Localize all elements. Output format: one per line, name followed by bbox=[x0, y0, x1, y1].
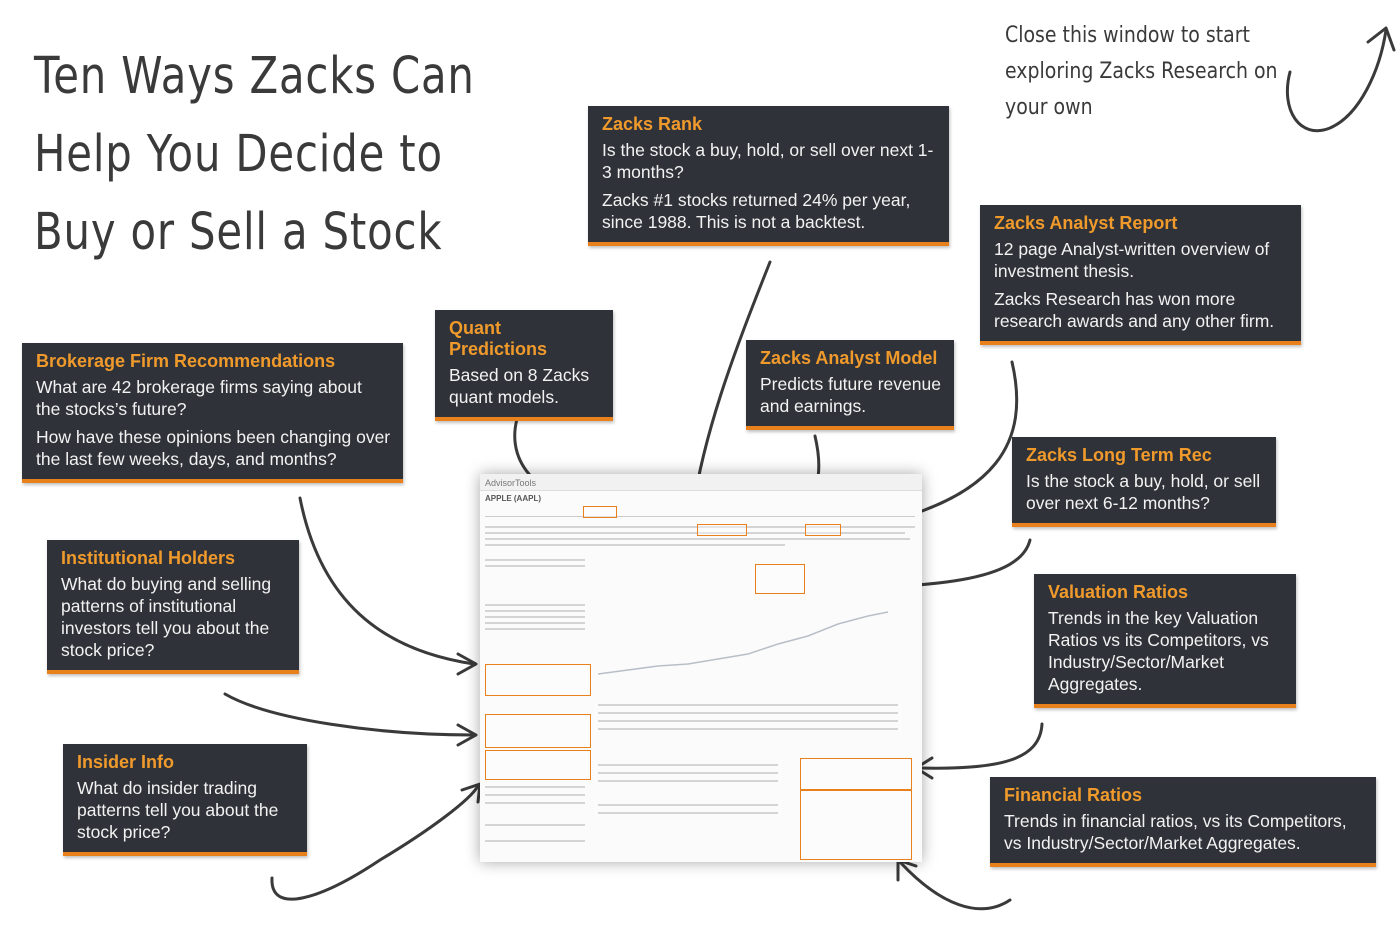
preview-text-line bbox=[485, 604, 585, 606]
analyst-model-text: Predicts future revenue and earnings. bbox=[760, 374, 941, 416]
preview-text-line bbox=[598, 704, 898, 706]
close-hint: Close this window to start exploring Zac… bbox=[1005, 23, 1278, 120]
preview-text-line bbox=[485, 544, 785, 546]
insider-heading: Insider Info bbox=[77, 752, 175, 772]
brokerage-arrow-head bbox=[456, 652, 478, 676]
valuation-text: Trends in the key Valuation Ratios vs it… bbox=[1048, 608, 1269, 694]
preview-text-line bbox=[485, 559, 585, 561]
preview-text-line bbox=[598, 728, 898, 730]
preview-heading: APPLE (AAPL) bbox=[485, 494, 541, 503]
financial-text: Trends in financial ratios, vs its Compe… bbox=[1004, 811, 1347, 853]
quant-predictions-text: Based on 8 Zacks quant models. bbox=[449, 365, 590, 407]
rank-highlight bbox=[755, 564, 805, 594]
brokerage-text: How have these opinions been changing ov… bbox=[36, 427, 391, 469]
analyst-report-callout: Zacks Analyst Report 12 page Analyst-wri… bbox=[980, 205, 1301, 345]
preview-text-line bbox=[485, 824, 585, 826]
analyst-report-text: 12 page Analyst-written overview of inve… bbox=[994, 239, 1270, 281]
preview-text-line bbox=[485, 616, 585, 618]
long-term-callout: Zacks Long Term Rec Is the stock a buy, … bbox=[1012, 437, 1276, 527]
analyst-model-highlight bbox=[697, 524, 747, 536]
insider-callout: Insider Info What do insider trading pat… bbox=[63, 744, 307, 856]
screenshot-preview: AdvisorTools APPLE (AAPL) bbox=[480, 474, 922, 862]
preview-tabs bbox=[485, 507, 915, 517]
institutional-heading: Institutional Holders bbox=[61, 548, 236, 568]
long-term-text: Is the stock a buy, hold, or sell over n… bbox=[1026, 471, 1261, 513]
preview-text-line bbox=[485, 840, 585, 842]
institutional-arrow bbox=[223, 692, 476, 737]
institutional-text: What do buying and selling patterns of i… bbox=[61, 574, 272, 660]
zacks-rank-text: Is the stock a buy, hold, or sell over n… bbox=[602, 140, 934, 182]
preview-text-line bbox=[598, 764, 778, 766]
preview-text-line bbox=[485, 786, 585, 788]
preview-text-line bbox=[598, 720, 898, 722]
quant-models-highlight bbox=[583, 506, 617, 518]
close-arrow-head bbox=[1366, 26, 1396, 52]
long-term-heading: Zacks Long Term Rec bbox=[1026, 445, 1212, 465]
preview-text-line bbox=[485, 628, 585, 630]
financial-callout: Financial Ratios Trends in financial rat… bbox=[990, 777, 1376, 867]
broker-highlight bbox=[485, 664, 591, 696]
financial-highlight bbox=[800, 790, 912, 860]
brokerage-callout: Brokerage Firm Recommendations What are … bbox=[22, 343, 403, 483]
financial-arrow-head bbox=[896, 858, 918, 882]
analyst-report-text: Zacks Research has won more research awa… bbox=[994, 289, 1275, 331]
preview-logo: AdvisorTools bbox=[485, 478, 537, 488]
zacks-rank-heading: Zacks Rank bbox=[602, 114, 703, 134]
preview-text-line bbox=[485, 538, 910, 540]
insider-text: What do insider trading patterns tell yo… bbox=[77, 778, 279, 842]
preview-text-line bbox=[485, 610, 585, 612]
preview-text-line bbox=[485, 802, 585, 804]
quant-predictions-callout: Quant Predictions Based on 8 Zacks quant… bbox=[435, 310, 613, 421]
institutional-callout: Institutional Holders What do buying and… bbox=[47, 540, 299, 674]
analyst-model-callout: Zacks Analyst Model Predicts future reve… bbox=[746, 340, 954, 430]
preview-text-line bbox=[598, 812, 778, 814]
institutional-arrow-head bbox=[456, 723, 478, 747]
valuation-heading: Valuation Ratios bbox=[1048, 582, 1189, 602]
insider-highlight bbox=[485, 750, 591, 780]
valuation-callout: Valuation Ratios Trends in the key Valua… bbox=[1034, 574, 1296, 708]
quant-predictions-heading: Quant Predictions bbox=[449, 318, 548, 359]
preview-text-line bbox=[485, 532, 905, 534]
preview-text-line bbox=[598, 780, 778, 782]
zacks-rank-text: Zacks #1 stocks returned 24% per year, s… bbox=[602, 190, 911, 232]
holders-highlight bbox=[485, 714, 591, 748]
valuation-highlight bbox=[800, 758, 912, 790]
preview-text-line bbox=[598, 712, 898, 714]
financial-heading: Financial Ratios bbox=[1004, 785, 1143, 805]
preview-top-bar: AdvisorTools bbox=[480, 474, 922, 491]
analyst-report-highlight bbox=[805, 524, 841, 536]
brokerage-heading: Brokerage Firm Recommendations bbox=[36, 351, 336, 371]
insider-arrow-head bbox=[460, 782, 482, 804]
zacks-rank-callout: Zacks Rank Is the stock a buy, hold, or … bbox=[588, 106, 949, 246]
analyst-report-heading: Zacks Analyst Report bbox=[994, 213, 1178, 233]
financial-arrow bbox=[898, 860, 1012, 911]
preview-text-line bbox=[598, 772, 778, 774]
valuation-arrow bbox=[916, 722, 1044, 770]
preview-text-line bbox=[485, 794, 585, 796]
page-title: Ten Ways Zacks Can Help You Decide to Bu… bbox=[34, 47, 475, 262]
preview-text-line bbox=[485, 565, 585, 567]
analyst-model-heading: Zacks Analyst Model bbox=[760, 348, 938, 368]
preview-text-line bbox=[485, 622, 585, 624]
brokerage-arrow bbox=[298, 496, 476, 666]
preview-price-chart bbox=[598, 611, 888, 675]
preview-text-line bbox=[485, 526, 915, 528]
brokerage-text: What are 42 brokerage firms saying about… bbox=[36, 377, 362, 419]
preview-text-line bbox=[598, 804, 778, 806]
